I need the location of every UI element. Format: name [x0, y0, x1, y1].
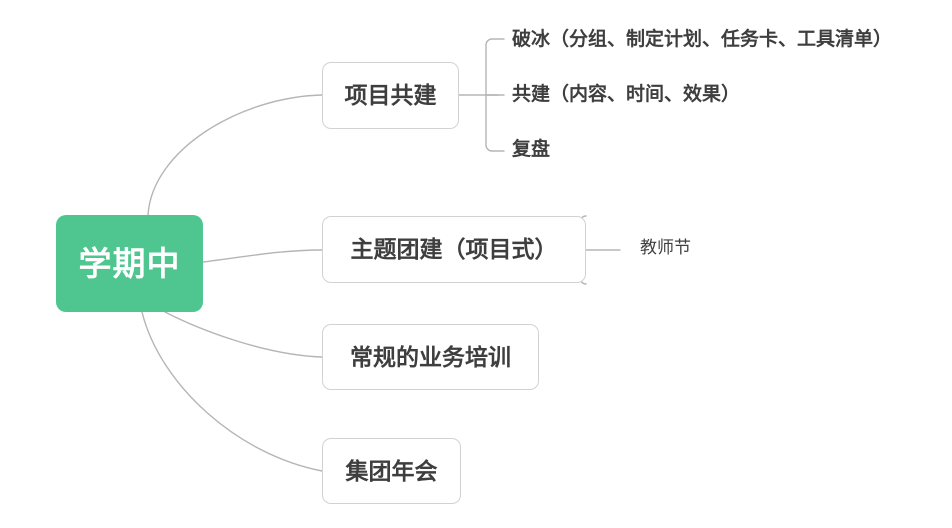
edge-root-to-branch-2 [202, 249, 323, 263]
branch-node-4[interactable]: 集团年会 [322, 438, 461, 504]
root-node[interactable]: 学期中 [56, 215, 203, 312]
edge-root-to-branch-4 [141, 311, 323, 472]
branch-node-4-label: 集团年会 [345, 457, 438, 484]
branch-node-2-label: 主题团建（项目式） [350, 236, 558, 262]
leaf-node-2-1[interactable]: 教师节 [640, 238, 691, 257]
leaf-node-1-2[interactable]: 共建（内容、时间、效果） [512, 84, 741, 105]
edge-root-to-branch-3 [164, 311, 323, 358]
root-node-label: 学期中 [78, 245, 181, 282]
branch-node-1[interactable]: 项目共建 [322, 62, 459, 129]
leaf-node-1-3[interactable]: 复盘 [512, 139, 551, 160]
bracket-branch-1 [485, 38, 505, 152]
branch-node-2[interactable]: 主题团建（项目式） [322, 216, 586, 283]
edge-root-to-branch-1 [147, 94, 323, 216]
branch-node-3-label: 常规的业务培训 [350, 343, 511, 370]
branch-node-1-label: 项目共建 [344, 82, 437, 108]
branch-node-3[interactable]: 常规的业务培训 [322, 324, 539, 390]
leaf-node-1-1[interactable]: 破冰（分组、制定计划、任务卡、工具清单） [512, 29, 893, 50]
